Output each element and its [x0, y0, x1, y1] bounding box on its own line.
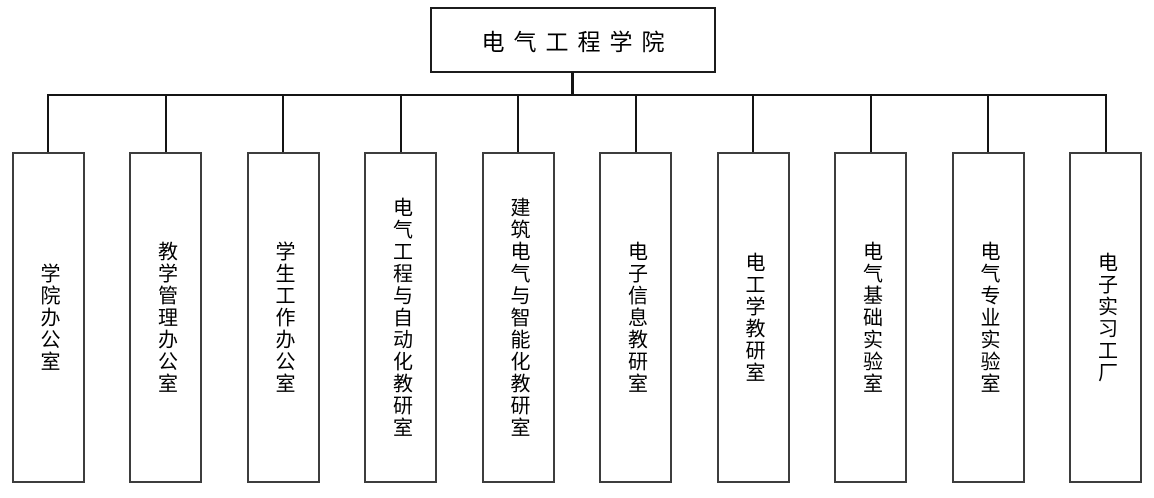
- department-connector-line: [517, 94, 519, 154]
- department-label: 电工学教研室: [742, 251, 764, 384]
- department-label: 学生工作办公室: [272, 240, 294, 395]
- department-box: 学生工作办公室: [246, 152, 320, 483]
- department-box: 电气基础实验室: [834, 152, 907, 483]
- department-box: 电子信息教研室: [599, 152, 672, 483]
- department-box: 电气专业实验室: [951, 152, 1025, 483]
- department-connector-line: [282, 94, 284, 154]
- department-connector-line: [752, 94, 754, 154]
- department-label: 教学管理办公室: [154, 240, 177, 395]
- department-box: 建筑电气与智能化教研室: [481, 152, 555, 483]
- department-connector-line: [1104, 94, 1107, 154]
- department-box: 教学管理办公室: [129, 152, 202, 483]
- department-label: 电子信息教研室: [624, 240, 647, 395]
- department-box: 电气工程与自动化教研室: [364, 152, 437, 483]
- department-label: 电子实习工厂: [1094, 251, 1117, 384]
- department-label: 学院办公室: [37, 262, 59, 373]
- department-connector-line: [47, 94, 49, 154]
- department-box: 电工学教研室: [716, 152, 790, 483]
- department-box: 学院办公室: [11, 152, 85, 483]
- org-root-box: 电气工程学院: [430, 7, 716, 73]
- department-label: 电气基础实验室: [859, 240, 882, 395]
- department-connector-line: [987, 94, 989, 154]
- department-connector-line: [399, 94, 402, 154]
- department-connector-line: [634, 94, 637, 154]
- department-box: 电子实习工厂: [1069, 152, 1142, 483]
- department-label: 建筑电气与智能化教研室: [507, 196, 529, 439]
- horizontal-connector-line: [47, 94, 1107, 96]
- root-connector-line: [571, 72, 574, 96]
- department-label: 电气专业实验室: [977, 240, 999, 395]
- department-connector-line: [164, 94, 167, 154]
- department-connector-line: [869, 94, 872, 154]
- department-label: 电气工程与自动化教研室: [389, 196, 412, 439]
- org-root-label: 电气工程学院: [481, 30, 674, 55]
